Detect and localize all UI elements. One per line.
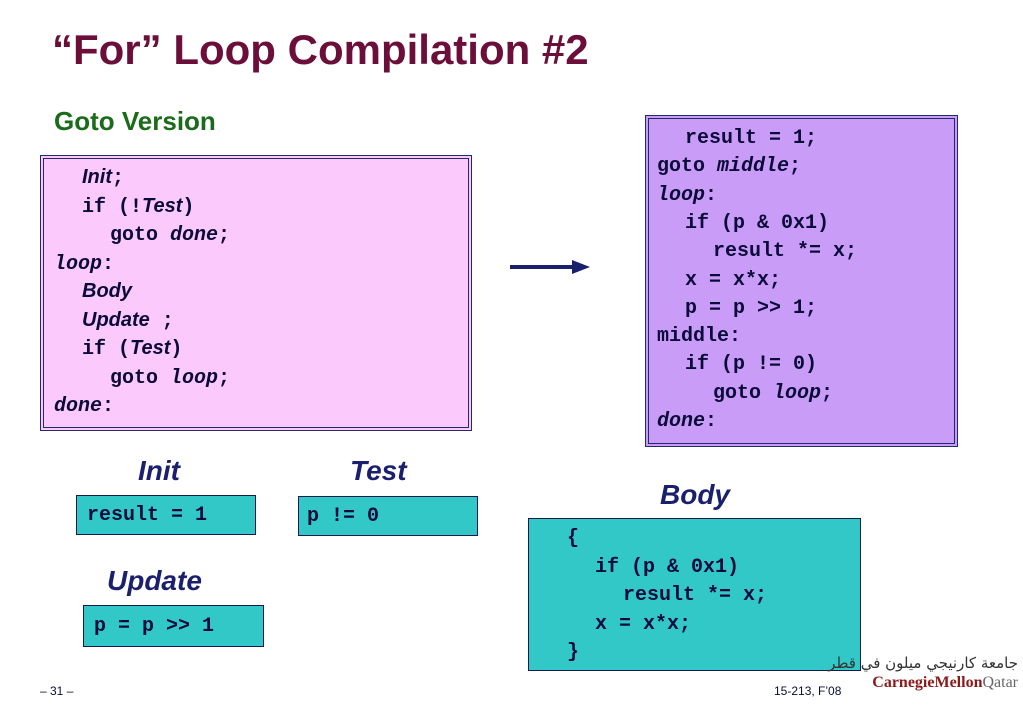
code-token: if (p & 0x1) bbox=[685, 211, 830, 235]
logo-arabic-text: جامعة كارنيجي ميلون في قطر bbox=[828, 654, 1018, 672]
code-token: : bbox=[102, 395, 115, 418]
code-token: middle: bbox=[657, 325, 742, 349]
code-token: Test bbox=[142, 194, 183, 217]
code-token: loop bbox=[773, 381, 822, 405]
code-token: Test bbox=[130, 337, 171, 359]
code-line: if (p & 0x1) bbox=[685, 208, 829, 238]
code-token: Init bbox=[82, 166, 112, 188]
test-code-box: p != 0 bbox=[298, 496, 478, 536]
code-token: ; bbox=[218, 366, 231, 390]
code-line: goto middle; bbox=[657, 151, 801, 181]
code-token: : bbox=[705, 410, 718, 433]
body-code-line: result *= x; bbox=[623, 584, 768, 607]
course-code: 15-213, F’08 bbox=[774, 684, 842, 698]
code-token: if (p != 0) bbox=[685, 353, 818, 377]
init-label: Init bbox=[138, 455, 180, 486]
code-line: goto loop; bbox=[110, 363, 230, 393]
code-token: ; bbox=[789, 155, 802, 179]
code-token: ; bbox=[149, 309, 174, 333]
code-token: goto bbox=[713, 381, 774, 405]
code-line: middle: bbox=[657, 321, 741, 351]
body-label: Body bbox=[660, 479, 730, 510]
cmu-qatar-logo: جامعة كارنيجي ميلون في قطر CarnegieMello… bbox=[828, 654, 1018, 696]
code-line: goto loop; bbox=[713, 378, 833, 408]
test-code: p != 0 bbox=[307, 505, 380, 528]
right-arrow-icon bbox=[510, 260, 590, 274]
code-token: if ( bbox=[82, 338, 131, 361]
test-label: Test bbox=[350, 455, 407, 486]
code-token: result *= x; bbox=[713, 240, 858, 264]
logo-campus: Qatar bbox=[982, 674, 1018, 691]
update-label: Update bbox=[107, 565, 202, 596]
code-token: ; bbox=[821, 381, 834, 405]
code-token: done bbox=[54, 395, 103, 418]
code-token: ; bbox=[218, 224, 231, 247]
code-line: done: bbox=[54, 391, 114, 421]
code-token: ) bbox=[170, 338, 183, 361]
update-code: p = p >> 1 bbox=[94, 615, 215, 638]
compiled-code-box: result = 1;goto middle;loop:if (p & 0x1)… bbox=[645, 115, 958, 447]
code-line: result = 1; bbox=[685, 123, 817, 153]
body-code-line: x = x*x; bbox=[595, 612, 692, 636]
page-number: – 31 – bbox=[40, 684, 74, 698]
code-line: p = p >> 1; bbox=[685, 293, 817, 323]
update-code-box: p = p >> 1 bbox=[83, 605, 264, 647]
body-code-box: { if (p & 0x1) result *= x; x = x*x;} bbox=[528, 518, 861, 671]
code-token: goto bbox=[657, 155, 718, 179]
code-line: Body bbox=[82, 277, 132, 305]
code-token: goto bbox=[110, 224, 171, 247]
body-code-line: if (p & 0x1) bbox=[595, 555, 740, 579]
code-line: if (p != 0) bbox=[685, 349, 817, 379]
code-token: ) bbox=[182, 195, 195, 219]
code-token: loop bbox=[54, 252, 103, 276]
code-token: loop bbox=[657, 183, 706, 207]
code-token: middle bbox=[717, 155, 790, 179]
code-token: : bbox=[102, 252, 115, 276]
init-code-box: result = 1 bbox=[76, 495, 256, 535]
code-line: loop: bbox=[54, 249, 114, 279]
code-token: Update bbox=[82, 308, 150, 331]
code-token: goto bbox=[110, 366, 171, 390]
code-token: done bbox=[170, 224, 219, 247]
code-line: Init; bbox=[82, 163, 124, 193]
code-token: p = p >> 1; bbox=[685, 296, 818, 320]
code-line: if (Test) bbox=[82, 334, 182, 364]
body-code-line: } bbox=[567, 641, 580, 664]
code-line: x = x*x; bbox=[685, 265, 781, 295]
logo-name: CarnegieMellon bbox=[872, 674, 983, 691]
code-token: done bbox=[657, 410, 706, 433]
code-token: if (! bbox=[82, 195, 143, 219]
code-token: result = 1; bbox=[685, 127, 818, 150]
slide-title: “For” Loop Compilation #2 bbox=[52, 26, 589, 73]
code-token: Body bbox=[82, 280, 132, 302]
code-line: done: bbox=[657, 406, 717, 436]
code-line: Update ; bbox=[82, 306, 174, 336]
logo-wordmark: CarnegieMellonQatar bbox=[872, 674, 1018, 692]
code-line: goto done; bbox=[110, 220, 230, 250]
code-token: : bbox=[705, 183, 718, 207]
body-code-line: { bbox=[567, 527, 580, 550]
code-token: x = x*x; bbox=[685, 268, 782, 292]
code-line: if (!Test) bbox=[82, 192, 194, 222]
init-code: result = 1 bbox=[87, 504, 208, 527]
goto-version-heading: Goto Version bbox=[54, 106, 216, 136]
code-line: result *= x; bbox=[713, 236, 857, 266]
code-token: ; bbox=[112, 167, 125, 190]
code-token: loop bbox=[170, 366, 219, 390]
code-line: loop: bbox=[657, 180, 717, 210]
